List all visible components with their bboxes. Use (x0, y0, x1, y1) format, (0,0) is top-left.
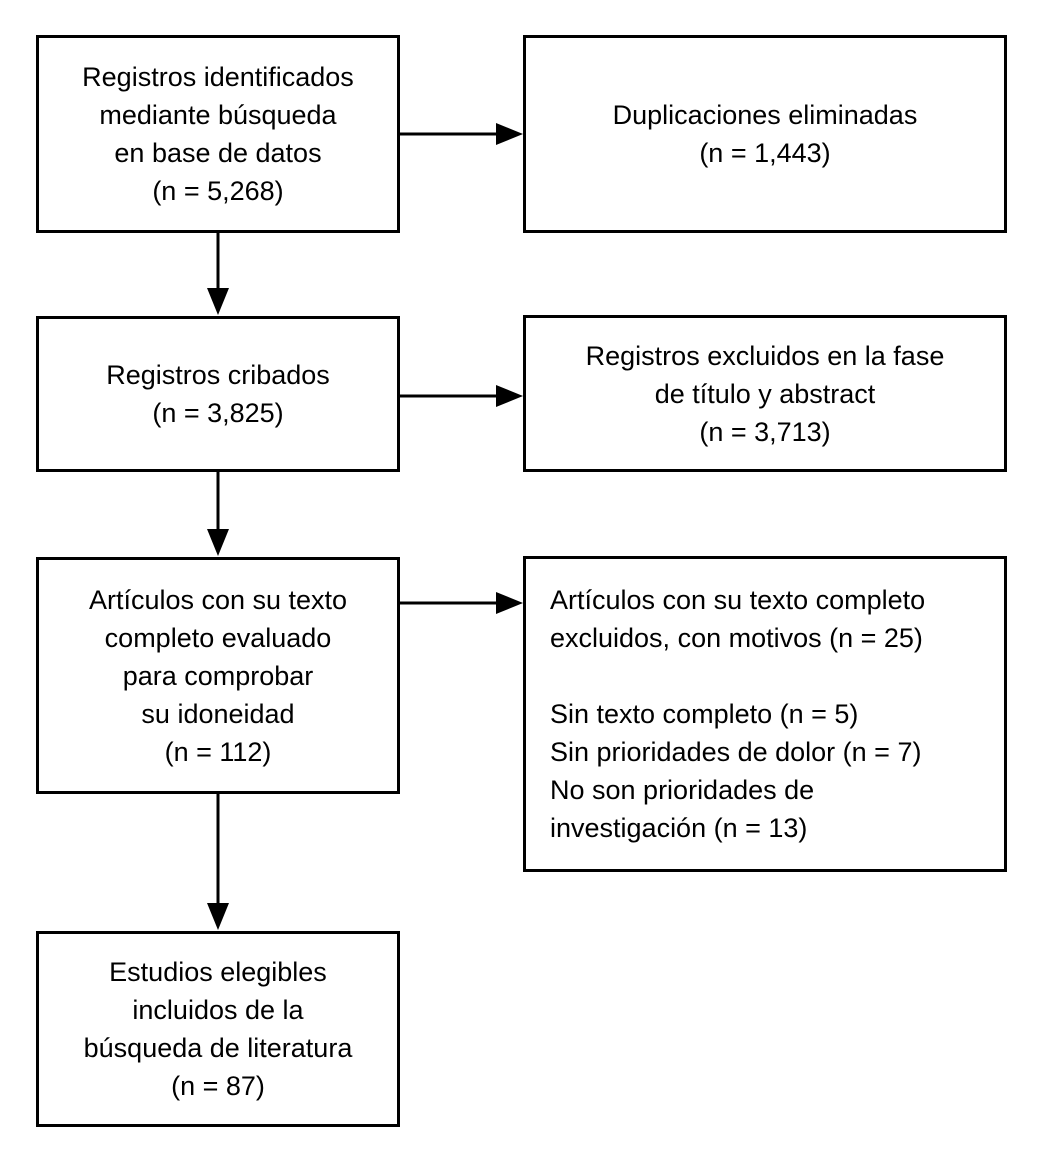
box-fulltext-assessed-text: Artículos con su texto completo evaluado… (88, 584, 348, 767)
box-excluded-title-abstract-text: Registros excluidos en la fase de título… (585, 340, 945, 447)
box-excluded-title-abstract: Registros excluidos en la fase de título… (523, 315, 1007, 472)
arrow-fulltext-to-included (207, 794, 229, 930)
box-records-identified: Registros identificados mediante búsqued… (36, 35, 400, 233)
box-records-identified-text: Registros identificados mediante búsqued… (82, 62, 354, 206)
arrow-identified-to-screened (207, 233, 229, 315)
box-records-screened-text: Registros cribados (n = 3,825) (106, 360, 330, 428)
box-fulltext-excluded: Artículos con su texto completo excluido… (523, 556, 1007, 872)
box-fulltext-excluded-text: Artículos con su texto completo excluido… (550, 585, 926, 843)
arrow-screened-to-fulltext (207, 472, 229, 556)
box-duplicates-removed-text: Duplicaciones eliminadas (n = 1,443) (612, 100, 918, 168)
arrow-identified-to-duplicates (400, 123, 523, 145)
arrow-screened-to-excluded (400, 385, 523, 407)
box-duplicates-removed: Duplicaciones eliminadas (n = 1,443) (523, 35, 1007, 233)
box-fulltext-assessed: Artículos con su texto completo evaluado… (36, 557, 400, 794)
arrow-fulltext-to-excluded (400, 592, 523, 614)
box-records-screened: Registros cribados (n = 3,825) (36, 316, 400, 472)
box-studies-included-text: Estudios elegibles incluidos de la búsqu… (83, 957, 353, 1101)
box-studies-included: Estudios elegibles incluidos de la búsqu… (36, 931, 400, 1127)
